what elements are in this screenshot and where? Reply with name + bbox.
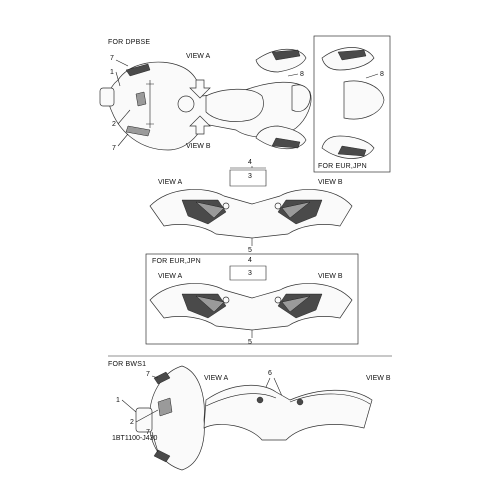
view-b-label-top: VIEW B bbox=[186, 143, 211, 150]
view-a-arrow bbox=[189, 79, 211, 99]
callout-3-eur: 3 bbox=[248, 270, 252, 277]
callout-8-inset: 8 bbox=[380, 71, 384, 78]
section-label-bws1: FOR BWS1 bbox=[108, 361, 146, 368]
view-a-label-bws1: VIEW A bbox=[204, 375, 228, 382]
view-ab-fender-mid bbox=[149, 189, 353, 239]
view-b-arrow bbox=[189, 115, 211, 135]
callout-5-mid: 5 bbox=[248, 247, 252, 254]
view-a-label-eur: VIEW A bbox=[158, 273, 182, 280]
callout-2-bws1: 2 bbox=[130, 419, 134, 426]
callout-3-mid: 3 bbox=[248, 173, 252, 180]
callout-8-top: 8 bbox=[300, 71, 304, 78]
callout-1-top: 1 bbox=[110, 69, 114, 76]
section-label-dpbse: FOR DPBSE bbox=[108, 39, 150, 46]
callout-7-bws1-bottom: 7 bbox=[146, 429, 150, 436]
view-a-label-mid: VIEW A bbox=[158, 179, 182, 186]
callout-7-bws1-top: 7 bbox=[146, 371, 150, 378]
callout-4-eur: 4 bbox=[248, 257, 252, 264]
callout-4-mid: 4 bbox=[248, 159, 252, 166]
view-b-label-bws1: VIEW B bbox=[366, 375, 391, 382]
section-label-eur-jpn-views: FOR EUR,JPN bbox=[152, 258, 201, 265]
callout-7-top: 7 bbox=[110, 55, 114, 62]
section-label-eur-jpn-inset: FOR EUR,JPN bbox=[318, 163, 367, 170]
view-b-label-mid: VIEW B bbox=[318, 179, 343, 186]
eur-jpn-views-box bbox=[145, 253, 359, 345]
callout-5-eur: 5 bbox=[248, 339, 252, 346]
callout-6-bws1: 6 bbox=[268, 370, 272, 377]
part-code: 1BT1100-J430 bbox=[112, 435, 158, 442]
atv-top-view bbox=[99, 48, 312, 151]
atv-front-bws1 bbox=[135, 365, 205, 471]
callout-1-bws1: 1 bbox=[116, 397, 120, 404]
decals-top-view bbox=[125, 49, 301, 149]
callout-2-top: 2 bbox=[112, 121, 116, 128]
inset-rear-view bbox=[321, 47, 385, 159]
view-ab-fender-bws1 bbox=[203, 384, 373, 441]
callout-7-top-b: 7 bbox=[112, 145, 116, 152]
view-ab-fender-eur bbox=[149, 283, 353, 331]
inset-eur-jpn-box bbox=[313, 35, 391, 173]
view-b-label-eur: VIEW B bbox=[318, 273, 343, 280]
view-a-label-top: VIEW A bbox=[186, 53, 210, 60]
